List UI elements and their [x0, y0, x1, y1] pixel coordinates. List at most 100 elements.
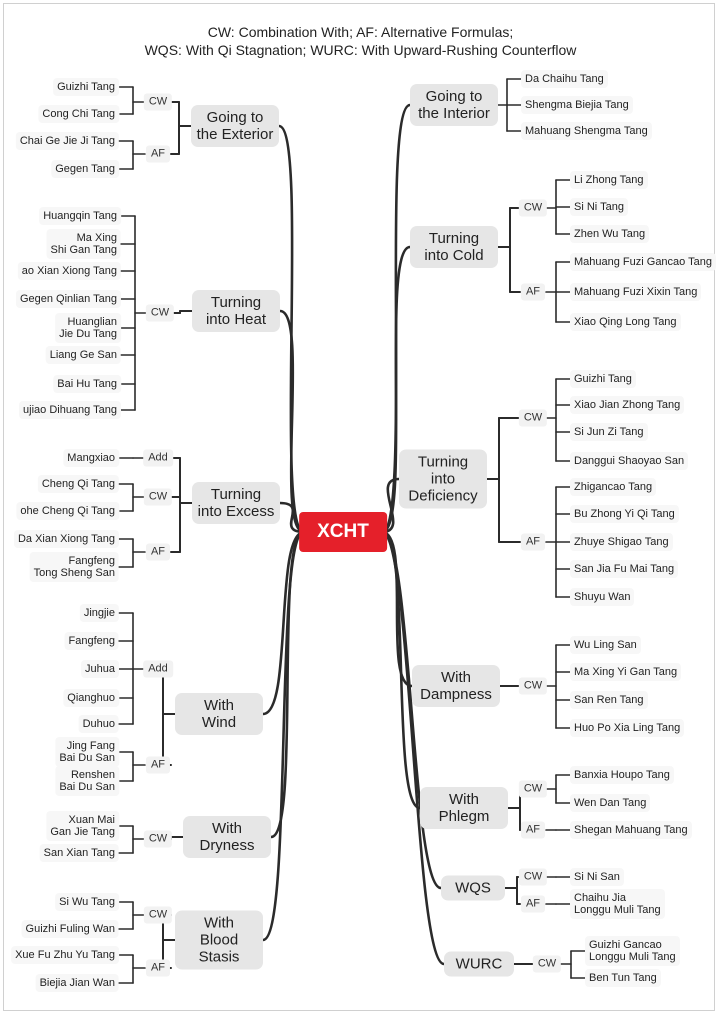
formula-biejia-jian-wan[interactable]: Biejia Jian Wan — [35, 974, 119, 992]
formula-jing-fang-bai-du-san[interactable]: Jing Fang Bai Du San — [55, 737, 119, 767]
formula-juhua[interactable]: Juhua — [81, 660, 119, 678]
group-sta-af[interactable]: AF — [145, 959, 171, 977]
formula-xuan-mai-gan-jie-tang[interactable]: Xuan Mai Gan Jie Tang — [46, 811, 119, 841]
group-dry-cw[interactable]: CW — [143, 830, 173, 848]
formula-guizhi-fuling-wan[interactable]: Guizhi Fuling Wan — [21, 920, 119, 938]
formula-si-ni-san[interactable]: Si Ni San — [570, 868, 624, 886]
formula-xiao-jian-zhong-tang[interactable]: Xiao Jian Zhong Tang — [570, 396, 685, 414]
formula-duhuo[interactable]: Duhuo — [78, 715, 119, 733]
group-wurc-cw[interactable]: CW — [532, 955, 562, 973]
formula-san-ren-tang[interactable]: San Ren Tang — [570, 691, 648, 709]
formula-ma-xing-shi-gan-tang[interactable]: Ma Xing Shi Gan Tang — [46, 229, 121, 259]
topic-interior[interactable]: Going to the Interior — [410, 84, 498, 126]
formula-bai-hu-tang[interactable]: Bai Hu Tang — [53, 375, 121, 393]
topic-dryness[interactable]: With Dryness — [183, 816, 271, 858]
topic-heat[interactable]: Turning into Heat — [192, 290, 280, 332]
root-topic[interactable]: XCHT — [299, 512, 387, 552]
group-cold-cw[interactable]: CW — [518, 199, 548, 217]
formula-ujiao-dihuang-tang[interactable]: ujiao Dihuang Tang — [19, 401, 121, 419]
formula-banxia-houpo-tang[interactable]: Banxia Houpo Tang — [570, 766, 674, 784]
group-wind-add[interactable]: Add — [143, 660, 173, 678]
formula-guizhi-tang[interactable]: Guizhi Tang — [570, 370, 636, 388]
formula-si-wu-tang[interactable]: Si Wu Tang — [55, 893, 119, 911]
formula-ohe-cheng-qi-tang[interactable]: ohe Cheng Qi Tang — [16, 502, 119, 520]
formula-cong-chi-tang[interactable]: Cong Chi Tang — [38, 105, 119, 123]
formula-bu-zhong-yi-qi-tang[interactable]: Bu Zhong Yi Qi Tang — [570, 505, 679, 523]
formula-san-xian-tang[interactable]: San Xian Tang — [39, 844, 119, 862]
formula-chaihu-jia-longgu-muli-tang[interactable]: Chaihu Jia Longgu Muli Tang — [570, 889, 665, 919]
formula-jingjie[interactable]: Jingjie — [79, 604, 119, 622]
formula-mahuang-fuzi-gancao-tang[interactable]: Mahuang Fuzi Gancao Tang — [570, 253, 716, 271]
formula-zhuye-shigao-tang[interactable]: Zhuye Shigao Tang — [570, 533, 673, 551]
group-sta-cw[interactable]: CW — [143, 906, 173, 924]
group-wqs-af[interactable]: AF — [520, 895, 546, 913]
group-wqs-cw[interactable]: CW — [518, 868, 548, 886]
group-wind-af[interactable]: AF — [145, 756, 171, 774]
formula-renshen-bai-du-san[interactable]: Renshen Bai Du San — [55, 766, 119, 796]
group-heat-cw[interactable]: CW — [145, 304, 175, 322]
link-root-stasis — [261, 530, 306, 942]
formula-shengma-biejia-tang[interactable]: Shengma Biejia Tang — [521, 96, 633, 114]
formula-mahuang-shengma-tang[interactable]: Mahuang Shengma Tang — [521, 122, 652, 140]
formula-mangxiao[interactable]: Mangxiao — [63, 449, 119, 467]
legend-line-1: CW: Combination With; AF: Alternative Fo… — [207, 24, 514, 40]
topic-wurc[interactable]: WURC — [444, 951, 514, 977]
link-root-deficiency — [380, 477, 401, 534]
group-def-cw[interactable]: CW — [518, 409, 548, 427]
formula-san-jia-fu-mai-tang[interactable]: San Jia Fu Mai Tang — [570, 560, 679, 578]
topic-deficiency[interactable]: Turning into Deficiency — [399, 449, 487, 509]
formula-xue-fu-zhu-yu-tang[interactable]: Xue Fu Zhu Yu Tang — [11, 946, 119, 964]
formula-fangfeng-tong-sheng-san[interactable]: Fangfeng Tong Sheng San — [29, 552, 119, 582]
formula-gegen-qinlian-tang[interactable]: Gegen Qinlian Tang — [15, 290, 121, 308]
formula-chai-ge-jie-ji-tang[interactable]: Chai Ge Jie Ji Tang — [15, 132, 119, 150]
formula-guizhi-tang[interactable]: Guizhi Tang — [53, 78, 119, 96]
formula-huangqin-tang[interactable]: Huangqin Tang — [39, 207, 121, 225]
group-exc-add[interactable]: Add — [143, 449, 173, 467]
formula-da-chaihu-tang[interactable]: Da Chaihu Tang — [521, 70, 608, 88]
formula-ma-xing-yi-gan-tang[interactable]: Ma Xing Yi Gan Tang — [570, 663, 682, 681]
formula-liang-ge-san[interactable]: Liang Ge San — [45, 346, 121, 364]
formula-cheng-qi-tang[interactable]: Cheng Qi Tang — [37, 475, 119, 493]
formula-xiao-qing-long-tang[interactable]: Xiao Qing Long Tang — [570, 313, 681, 331]
group-phl-af[interactable]: AF — [520, 821, 546, 839]
formula-ben-tun-tang[interactable]: Ben Tun Tang — [585, 969, 661, 987]
formula-wen-dan-tang[interactable]: Wen Dan Tang — [570, 794, 651, 812]
formula-si-ni-tang[interactable]: Si Ni Tang — [570, 198, 628, 216]
topic-cold[interactable]: Turning into Cold — [410, 226, 498, 268]
formula-zhigancao-tang[interactable]: Zhigancao Tang — [570, 478, 657, 496]
formula-shuyu-wan[interactable]: Shuyu Wan — [570, 588, 635, 606]
formula-huo-po-xia-ling-tang[interactable]: Huo Po Xia Ling Tang — [570, 719, 685, 737]
group-cold-af[interactable]: AF — [520, 283, 546, 301]
group-ext-cw[interactable]: CW — [143, 93, 173, 111]
group-ext-af[interactable]: AF — [145, 145, 171, 163]
legend-line-2: WQS: With Qi Stagnation; WURC: With Upwa… — [144, 42, 577, 58]
formula-si-jun-zi-tang[interactable]: Si Jun Zi Tang — [570, 423, 648, 441]
topic-exterior[interactable]: Going to the Exterior — [191, 105, 279, 147]
group-exc-cw[interactable]: CW — [143, 488, 173, 506]
topic-phlegm[interactable]: With Phlegm — [420, 787, 508, 829]
topic-excess[interactable]: Turning into Excess — [192, 482, 280, 524]
topic-stasis[interactable]: With Blood Stasis — [175, 910, 263, 970]
formula-guizhi-gancao-longgu-muli-tang[interactable]: Guizhi Gancao Longgu Muli Tang — [585, 936, 680, 966]
topic-dampness[interactable]: With Dampness — [412, 665, 500, 707]
formula-shegan-mahuang-tang[interactable]: Shegan Mahuang Tang — [570, 821, 692, 839]
formula-wu-ling-san[interactable]: Wu Ling San — [570, 636, 641, 654]
group-damp-cw[interactable]: CW — [518, 677, 548, 695]
formula-gegen-tang[interactable]: Gegen Tang — [51, 160, 119, 178]
formula-ao-xian-xiong-tang[interactable]: ao Xian Xiong Tang — [17, 262, 121, 280]
link-root-wurc — [380, 530, 446, 966]
group-phl-cw[interactable]: CW — [518, 780, 548, 798]
formula-qianghuo[interactable]: Qianghuo — [63, 689, 119, 707]
formula-da-xian-xiong-tang[interactable]: Da Xian Xiong Tang — [13, 530, 119, 548]
topic-wind[interactable]: With Wind — [175, 693, 263, 735]
formula-fangfeng[interactable]: Fangfeng — [64, 632, 119, 650]
formula-li-zhong-tang[interactable]: Li Zhong Tang — [570, 171, 648, 189]
formula-huanglian-jie-du-tang[interactable]: Huanglian Jie Du Tang — [55, 313, 121, 343]
group-def-af[interactable]: AF — [520, 533, 546, 551]
formula-zhen-wu-tang[interactable]: Zhen Wu Tang — [570, 225, 650, 243]
formula-danggui-shaoyao-san[interactable]: Danggui Shaoyao San — [570, 452, 689, 470]
topic-wqs[interactable]: WQS — [441, 875, 505, 901]
group-exc-af[interactable]: AF — [145, 543, 171, 561]
link-root-dampness — [380, 530, 414, 688]
formula-mahuang-fuzi-xixin-tang[interactable]: Mahuang Fuzi Xixin Tang — [570, 283, 702, 301]
